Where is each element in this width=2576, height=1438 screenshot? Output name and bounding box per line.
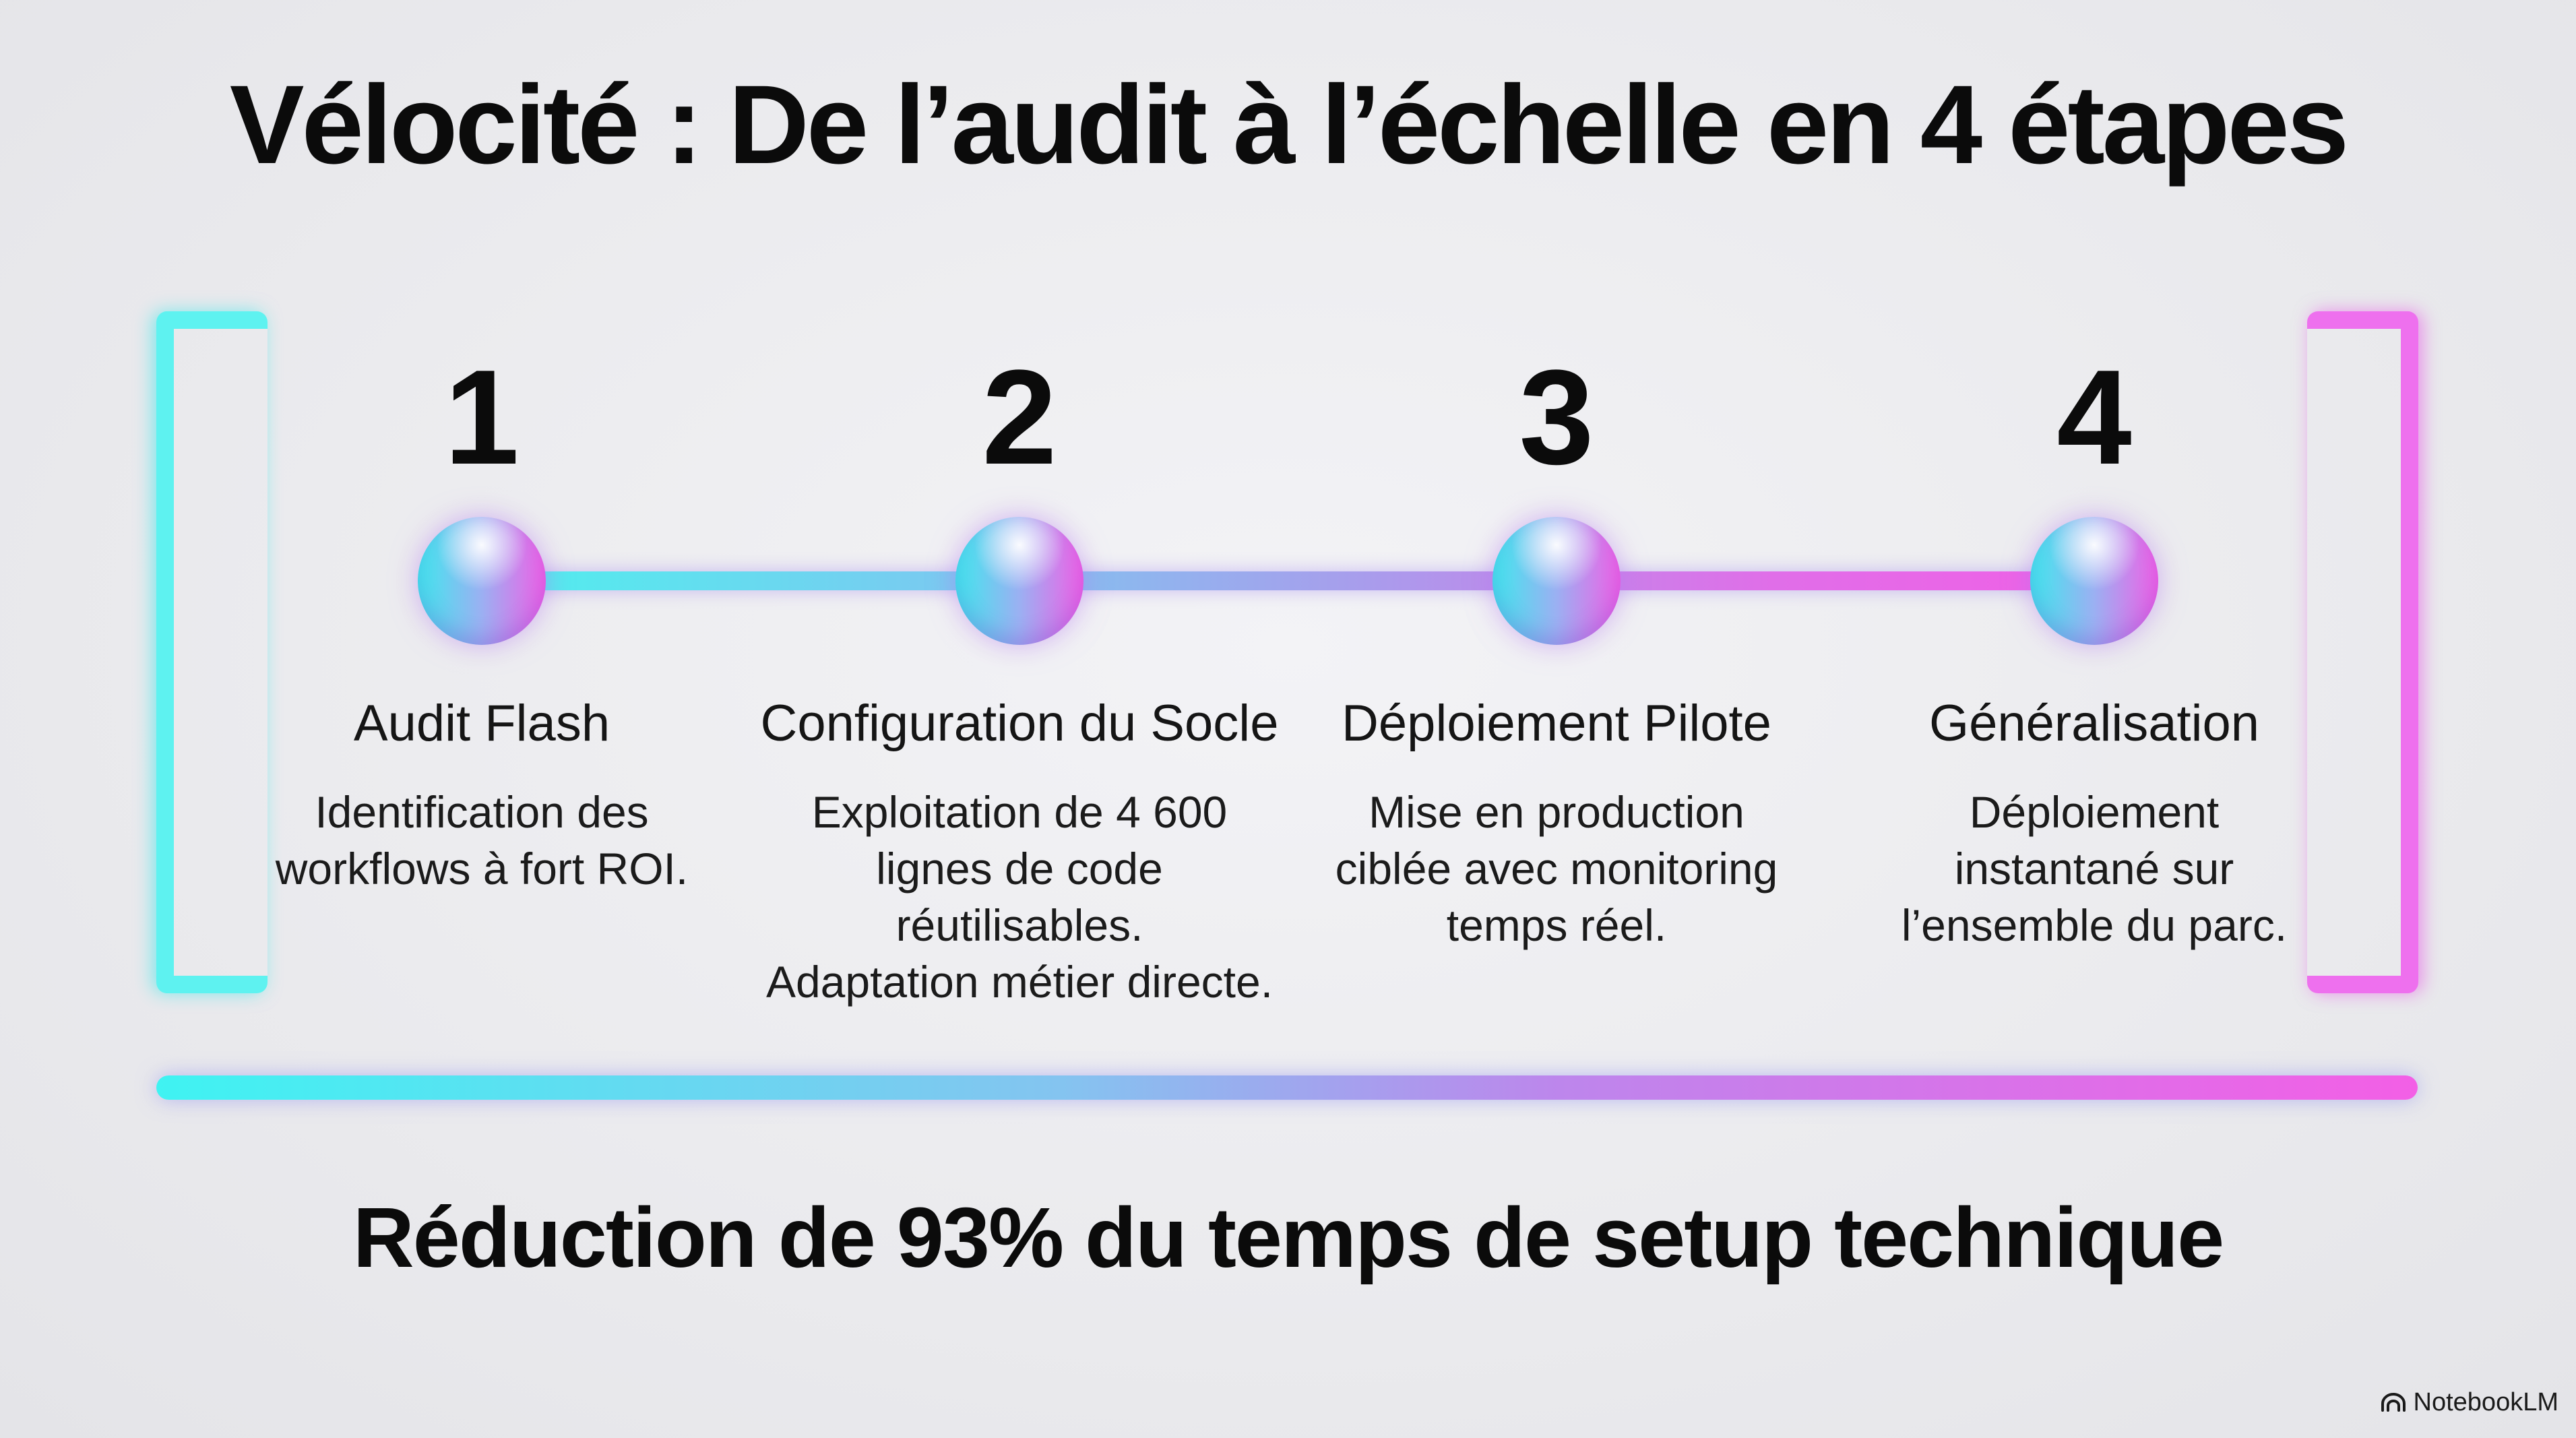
step-node-icon bbox=[418, 517, 546, 645]
step-2: 2 Configuration du Socle Exploitation de… bbox=[750, 0, 1289, 1007]
step-number: 2 bbox=[982, 342, 1057, 493]
brand-watermark: NotebookLM bbox=[2380, 1389, 2558, 1415]
step-description-line: Mise en production bbox=[1369, 787, 1745, 837]
page-title: Vélocité : De l’audit à l’échelle en 4 é… bbox=[229, 63, 2349, 187]
step-3: 3 Déploiement Pilote Mise en production … bbox=[1287, 0, 1826, 993]
left-bracket bbox=[156, 311, 268, 993]
step-1: 1 Audit Flash Identification des workflo… bbox=[212, 0, 751, 993]
step-description-line: temps réel. bbox=[1446, 900, 1667, 950]
step-description-line: instantané sur bbox=[1954, 844, 2234, 894]
step-description: Identification des workflows à fort ROI. bbox=[212, 784, 751, 897]
step-node-icon bbox=[1493, 517, 1621, 645]
step-label: Déploiement Pilote bbox=[1342, 695, 1771, 752]
step-node-icon bbox=[955, 517, 1083, 645]
step-number: 4 bbox=[2056, 342, 2132, 493]
step-description: Mise en production ciblée avec monitorin… bbox=[1287, 784, 1826, 954]
step-label: Audit Flash bbox=[353, 695, 610, 752]
step-description: Déploiement instantané sur l’ensemble du… bbox=[1825, 784, 2364, 954]
step-description-line: ciblée avec monitoring bbox=[1335, 844, 1778, 894]
step-label: Configuration du Socle bbox=[760, 695, 1279, 752]
timeline-connector bbox=[482, 571, 2096, 590]
step-number: 3 bbox=[1519, 342, 1594, 493]
brand-name: NotebookLM bbox=[2413, 1388, 2558, 1416]
right-bracket bbox=[2307, 311, 2418, 993]
notebooklm-logo-icon bbox=[2380, 1392, 2407, 1412]
step-description-line: Adaptation métier directe. bbox=[765, 957, 1274, 1007]
step-node-icon bbox=[2030, 517, 2158, 645]
step-description-line: workflows à fort ROI. bbox=[275, 844, 689, 894]
step-description-line: l’ensemble du parc. bbox=[1901, 900, 2288, 950]
step-description-line: Déploiement bbox=[1969, 787, 2220, 837]
step-number: 1 bbox=[444, 342, 520, 493]
step-description: Exploitation de 4 600 lignes de code réu… bbox=[750, 784, 1289, 1010]
step-4: 4 Généralisation Déploiement instantané … bbox=[1825, 0, 2364, 993]
gradient-divider bbox=[156, 1075, 2418, 1100]
step-description-line: Identification des bbox=[315, 787, 649, 837]
step-description-line: lignes de code réutilisables. bbox=[876, 844, 1163, 950]
summary-statement: Réduction de 93% du temps de setup techn… bbox=[352, 1190, 2224, 1285]
step-description-line: Exploitation de 4 600 bbox=[811, 787, 1228, 837]
step-label: Généralisation bbox=[1928, 695, 2260, 752]
